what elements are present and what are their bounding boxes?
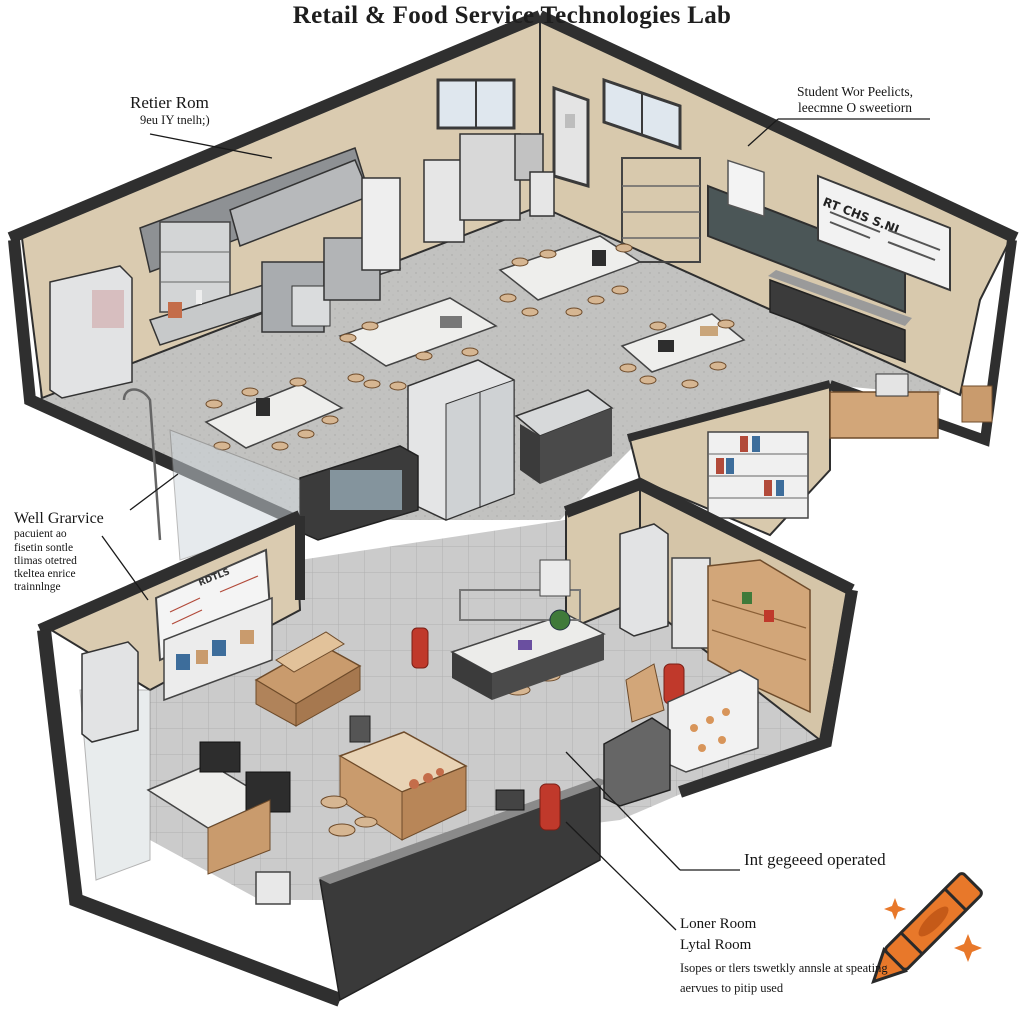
left-refrigerator [49,265,133,399]
lower-room: RDTLS [37,477,858,1007]
callout-line: fisetin sontle [14,541,74,554]
upper-room: RT CHS S.NI [7,10,1019,561]
callout-heading-secondary: Lytal Room [680,937,752,954]
rear-prep-station [423,133,555,243]
rear-shelving [621,157,701,263]
callout-wall-service: Well Grarvice pacuient ao fisetin sontle… [14,510,134,594]
lower-cap-right [678,588,858,798]
partition-cap [626,380,832,442]
callout-line: tkeltea enrice [14,568,76,581]
fire-extinguisher-left [411,627,429,669]
callout-heading: Well Grarvice [14,510,104,527]
lower-right-refrigerator [619,523,711,649]
callout-subtext: 9eu IY tnelh;) [140,112,210,127]
right-service-counter [768,270,993,439]
callout-student-work: Student Wor Peelicts, leecmne O sweetior… [770,84,940,115]
lower-cap-frontleft [37,629,343,1007]
storage-cabinet [603,717,671,807]
callout-heading: Retier Rom [130,93,209,112]
lower-cap-back [563,477,855,596]
crayon-icon [871,872,983,984]
front-low-wall-top [318,778,610,884]
pos-station [146,741,291,905]
wood-island [338,715,468,841]
callout-line: Isopes or tlers tswetkly annsle at speat… [680,960,888,975]
callout-heading: Int gegeeed operated [744,850,886,869]
callout-line: aervues to pitip used [680,980,784,995]
callout-retail-room: Retier Rom 9eu IY tnelh;) [130,93,290,127]
lower-cap-left [37,510,303,636]
central-refrigerator [407,359,515,521]
display-case [299,445,419,541]
handrail [122,388,162,541]
tables-and-stools [204,235,746,451]
front-register [495,789,525,811]
callout-line: tlimas otetred [14,554,77,567]
callout-line: Student Wor Peelicts, [796,84,914,99]
callout-line: trainnlnge [14,581,61,594]
callout-heading: Loner Room [680,916,757,932]
callout-loner-room: Loner Room Lytal Room Isopes or tlers ts… [680,916,980,995]
callout-line: leecmne O sweetiorn [798,99,912,115]
window-left [436,78,516,130]
merchandise-shelf [707,431,809,519]
wall-poster [727,159,765,218]
kitchen-line [139,147,402,346]
sink-island [514,389,614,484]
window-right [602,77,682,151]
back-door [552,85,590,189]
bakery-display-case [625,663,759,773]
lower-left-shelf [163,596,273,702]
callout-integrated: Int gegeeed operated [744,850,964,870]
lower-left-refrigerator [81,641,139,743]
leader-lines [101,118,930,931]
callout-line: pacuient ao [14,528,67,541]
lounge-sofa [254,631,362,727]
page-title: Retail & Food Service Technologies Lab [292,2,732,29]
center-counter [450,559,606,700]
wall-top-cap-left [7,10,543,244]
sparkle-icon [884,898,982,962]
wall-top-cap-right [537,10,1019,244]
